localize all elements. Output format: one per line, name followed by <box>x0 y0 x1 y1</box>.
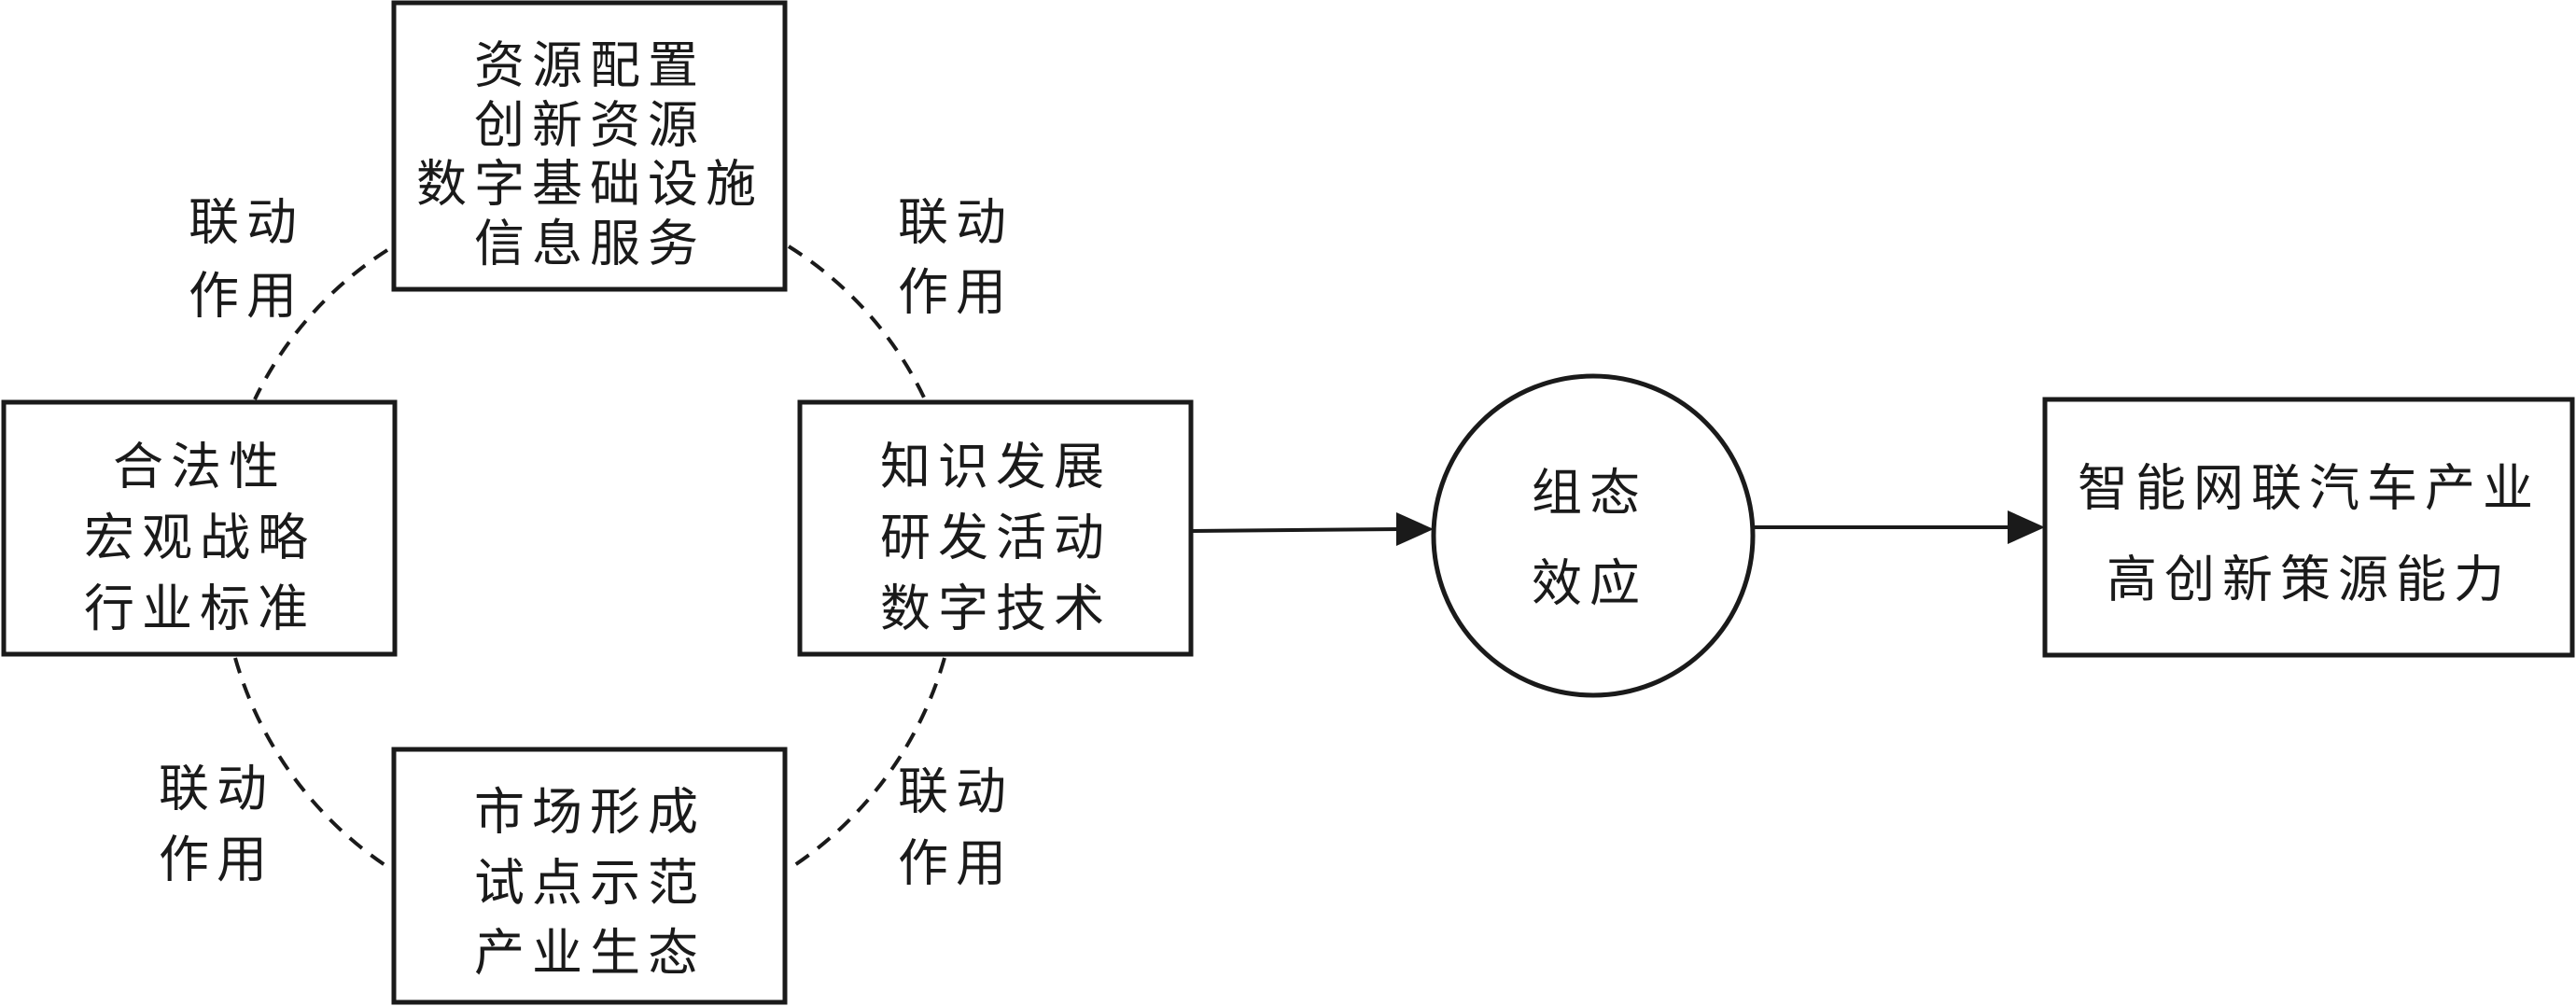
node-resources-line: 数字基础设施 <box>416 155 763 214</box>
node-market-line: 试点示范 <box>474 854 706 913</box>
arrow-to-outcome <box>1755 510 2045 544</box>
node-outcome: 智能网联汽车产业 高创新策源能力 <box>2042 397 2575 658</box>
node-outcome-line: 高创新策源能力 <box>2107 551 2512 609</box>
link-label-line2: 作用 <box>898 834 1014 893</box>
node-technology-line: 数字技术 <box>880 580 1112 638</box>
node-market: 市场形成 试点示范 产业生态 <box>391 747 788 1005</box>
arrow-head <box>1396 512 1434 546</box>
node-market-box <box>391 747 788 1005</box>
node-configuration-line: 组态 <box>1532 464 1647 523</box>
link-label-line2: 作用 <box>898 263 1014 322</box>
node-institutions-line: 宏观战略 <box>84 509 315 567</box>
link-label-line1: 联动 <box>898 762 1014 821</box>
node-resources-box <box>391 0 788 292</box>
node-technology: 知识发展 研发活动 数字技术 <box>797 399 1194 657</box>
node-institutions: 合法性 宏观战略 行业标准 <box>1 399 398 657</box>
link-label-line2: 作用 <box>189 267 304 326</box>
node-market-line: 市场形成 <box>474 783 706 842</box>
arrow-head <box>2008 510 2045 544</box>
node-configuration-line: 效应 <box>1532 554 1647 613</box>
link-arc-top-left <box>253 248 389 400</box>
node-technology-line: 知识发展 <box>880 438 1112 496</box>
node-institutions-line: 行业标准 <box>84 580 315 638</box>
node-institutions-box <box>1 399 398 657</box>
node-configuration-circle <box>1431 373 1756 698</box>
arrow-shaft <box>1190 527 1401 533</box>
node-outcome-box <box>2042 397 2575 658</box>
link-label-line1: 联动 <box>159 760 274 818</box>
node-resources-line: 信息服务 <box>474 215 706 273</box>
link-label-top-right: 联动 作用 <box>898 193 1014 322</box>
arrow-to-configuration <box>1190 512 1434 546</box>
node-resources: 资源配置 创新资源 数字基础设施 信息服务 <box>391 0 788 292</box>
node-market-line: 产业生态 <box>474 924 706 983</box>
link-arc-bottom-left <box>233 657 391 870</box>
node-institutions-line: 合法性 <box>113 438 287 496</box>
link-label-line2: 作用 <box>159 831 274 889</box>
link-label-bottom-left: 联动 作用 <box>159 760 274 889</box>
node-outcome-line: 智能网联汽车产业 <box>2078 459 2541 518</box>
node-technology-box <box>797 399 1194 657</box>
node-resources-line: 创新资源 <box>474 96 706 155</box>
node-technology-line: 研发活动 <box>880 509 1112 567</box>
node-resources-line: 资源配置 <box>474 36 706 95</box>
link-label-line1: 联动 <box>898 193 1014 252</box>
link-label-bottom-right: 联动 作用 <box>898 762 1014 893</box>
link-label-top-left: 联动 作用 <box>189 193 304 326</box>
node-configuration: 组态 效应 <box>1431 373 1756 698</box>
link-label-line1: 联动 <box>189 193 304 252</box>
link-arc-bottom-right <box>791 657 946 868</box>
